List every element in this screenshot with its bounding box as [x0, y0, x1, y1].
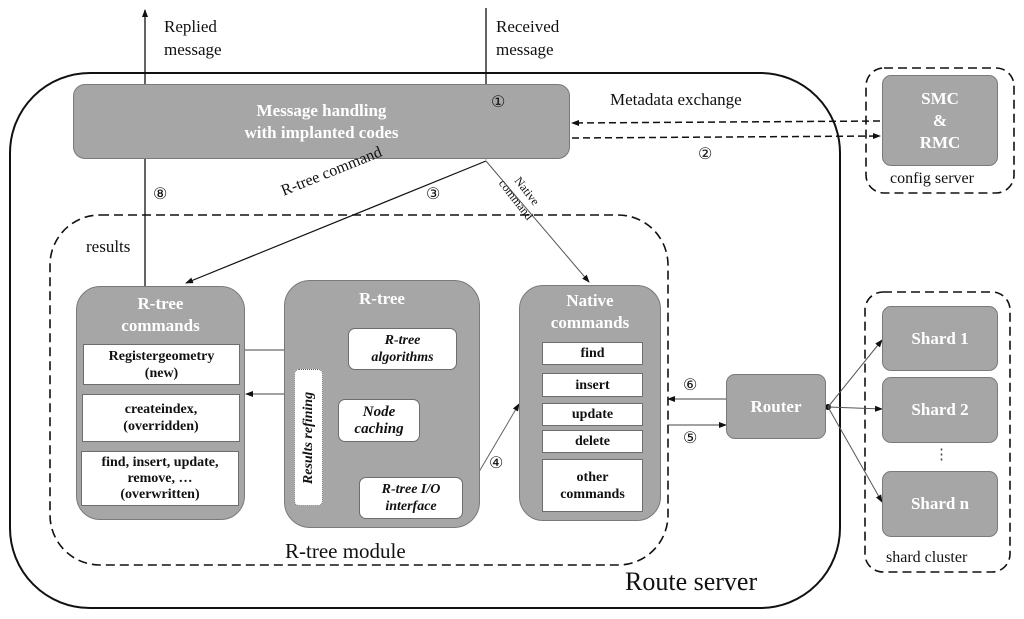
node-caching-line: caching	[354, 420, 404, 437]
rtree-command-arrow	[185, 160, 487, 284]
step-marker-4: ④	[489, 455, 504, 472]
rmc-label: RMC	[919, 132, 961, 152]
shard-2-box: Shard 2	[882, 377, 998, 443]
received-label-line: Received	[496, 17, 560, 36]
node-caching-box: Node caching	[338, 399, 420, 442]
native-commands-title-line: Native	[566, 291, 614, 310]
io-interface-line: interface	[385, 499, 437, 514]
route-server-label: Route server	[625, 567, 758, 596]
rtree-title: R-tree	[359, 289, 405, 308]
received-label-line: message	[496, 40, 554, 59]
native-find-item: find	[542, 342, 643, 365]
router-box: Router	[726, 374, 826, 439]
metadata-arrow-out	[571, 133, 881, 140]
algorithms-line: algorithms	[371, 350, 434, 365]
rtree-algorithms-box: R-tree algorithms	[348, 328, 457, 370]
router-label: Router	[750, 396, 802, 416]
native-command-arrow	[485, 160, 590, 283]
native-insert-item: insert	[542, 373, 643, 397]
native-commands-title-line: commands	[550, 313, 630, 332]
metadata-exchange-label: Metadata exchange	[610, 90, 742, 109]
createindex-item: createindex, (overridden)	[82, 394, 240, 442]
results-label: results	[86, 237, 131, 256]
shard-n-box: Shard n	[882, 471, 998, 537]
shard-cluster-container	[864, 291, 1011, 573]
registergeometry-item: Registergeometry (new)	[83, 344, 240, 385]
item-line: createindex,	[124, 402, 198, 417]
rtree-commands-title-line: commands	[121, 316, 200, 335]
item-line: (overridden)	[123, 419, 199, 434]
smc-label: SMC	[921, 88, 959, 108]
step-marker-5: ⑤	[683, 430, 698, 447]
item-line: (new)	[144, 365, 179, 381]
rtree-module-container	[49, 214, 669, 566]
shard-1-box: Shard 1	[882, 306, 998, 371]
native-commands-title: Native commands	[520, 290, 660, 334]
step-marker-2: ②	[698, 146, 713, 163]
shard-n-label: Shard n	[910, 494, 970, 513]
replied-label-line: message	[164, 40, 222, 59]
step-marker-1: ①	[491, 94, 506, 111]
algorithms-line: R-tree	[384, 333, 421, 348]
router-to-shard-1-arrow	[827, 339, 883, 408]
rtree-commands-title: R-tree commands	[77, 293, 244, 337]
replied-message-label: Replied message	[164, 16, 222, 60]
rtree-io-interface-box: R-tree I/O interface	[359, 477, 463, 519]
shard-cluster-label: shard cluster	[886, 549, 968, 566]
message-handling-title: Message handling	[256, 100, 387, 120]
find-insert-update-item: find, insert, update, remove, … (overwri…	[81, 451, 239, 506]
smc-rmc-box: SMC & RMC	[882, 75, 998, 166]
item-line: Registergeometry	[108, 348, 215, 364]
results-refining-label: Results refining	[300, 391, 316, 484]
router-to-shard-2-arrow	[827, 405, 883, 412]
rtree-module-label: R-tree module	[285, 539, 406, 563]
shard-ellipsis: ⋮	[934, 447, 949, 463]
item-line: find, insert, update,	[101, 454, 219, 470]
config-server-container	[865, 67, 1015, 194]
step-marker-8: ⑧	[153, 186, 168, 203]
ampersand-label: &	[932, 110, 948, 130]
config-server-label: config server	[890, 170, 974, 187]
shard-1-label: Shard 1	[911, 328, 969, 348]
router-to-shard-n-arrow	[827, 406, 883, 503]
metadata-arrow-in	[571, 119, 881, 126]
shard-2-label: Shard 2	[911, 400, 969, 419]
rtree-commands-title-line: R-tree	[137, 294, 184, 313]
message-handling-subtitle: with implanted codes	[244, 122, 399, 142]
item-line: (overwritten)	[120, 486, 200, 502]
native-delete-item: delete	[542, 430, 643, 453]
results-refining-box: Results refining	[294, 369, 323, 506]
replied-label-line: Replied	[164, 17, 217, 36]
node-caching-line: Node	[362, 403, 396, 420]
message-handling-box: Message handling with implanted codes	[73, 84, 570, 159]
native-update-item: update	[542, 403, 643, 426]
native-other-commands-item: other commands	[542, 459, 643, 512]
item-line: remove, …	[127, 470, 193, 486]
step-marker-3: ③	[426, 186, 441, 203]
step-marker-6: ⑥	[683, 377, 698, 394]
io-interface-line: R-tree I/O	[381, 482, 441, 497]
route-server-container	[9, 72, 841, 609]
received-message-label: Received message	[496, 16, 559, 60]
